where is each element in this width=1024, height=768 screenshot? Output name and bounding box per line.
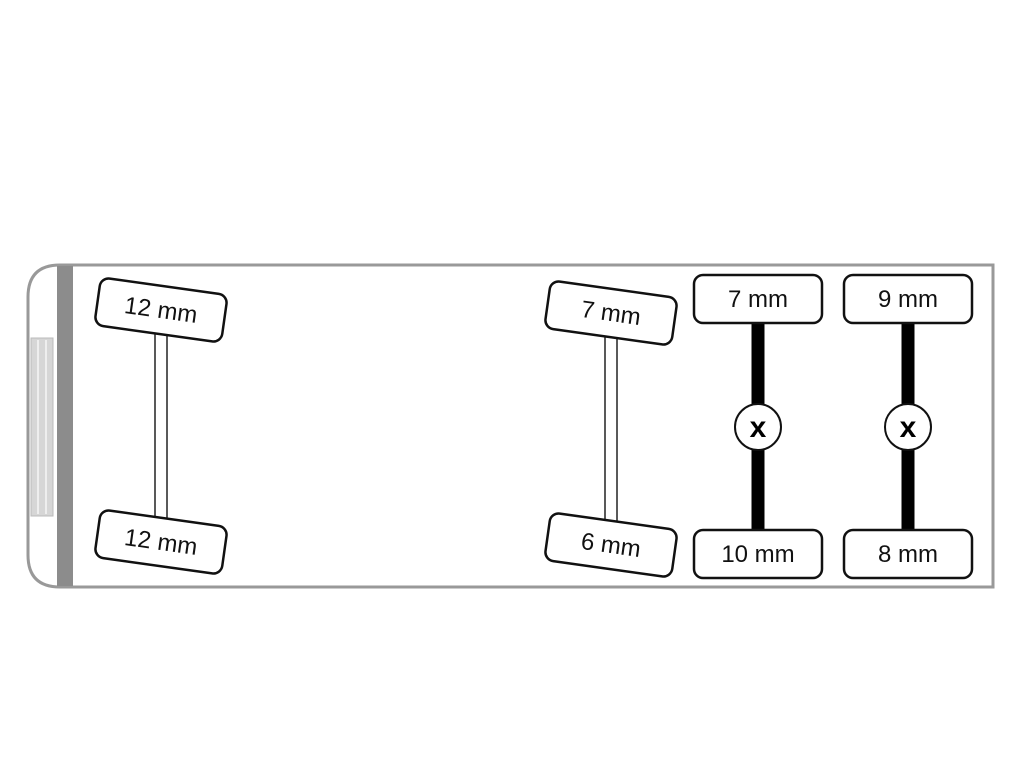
tire-top[interactable]: 7 mm xyxy=(544,280,678,346)
differential-marker: x xyxy=(900,411,917,444)
axle-shaft xyxy=(154,309,168,543)
tire-shape xyxy=(94,509,228,575)
differential-lock-icon xyxy=(734,403,782,451)
tire-bottom[interactable]: 6 mm xyxy=(544,512,678,578)
windshield xyxy=(30,337,54,517)
axles: 12 mm 12 mm 7 mm 6 mm 7 mm 10 mm x 9 mm 8 mm x xyxy=(94,273,974,580)
tread-depth-label: 10 mm xyxy=(721,541,794,568)
tire-shape xyxy=(544,512,678,578)
tire-shape xyxy=(692,528,824,580)
tire-top[interactable]: 7 mm xyxy=(692,273,824,325)
axle-1: 12 mm 12 mm xyxy=(94,277,228,575)
differential-marker: x xyxy=(750,411,767,444)
tire-shape xyxy=(94,277,228,343)
axle-2: 7 mm 6 mm xyxy=(544,280,678,578)
tire-top[interactable]: 9 mm xyxy=(842,273,974,325)
axle-4: 9 mm 8 mm x xyxy=(842,273,974,580)
axle-shaft xyxy=(604,312,618,546)
differential-lock-icon xyxy=(884,403,932,451)
tread-depth-label: 7 mm xyxy=(728,286,788,313)
tire-bottom[interactable]: 8 mm xyxy=(842,528,974,580)
tire-bottom[interactable]: 12 mm xyxy=(94,509,228,575)
tread-depth-label: 9 mm xyxy=(878,286,938,313)
tire-top[interactable]: 12 mm xyxy=(94,277,228,343)
tire-shape xyxy=(692,273,824,325)
tire-shape xyxy=(544,280,678,346)
tire-bottom[interactable]: 10 mm xyxy=(692,528,824,580)
tire-shape xyxy=(842,528,974,580)
axle-3: 7 mm 10 mm x xyxy=(692,273,824,580)
tire-shape xyxy=(842,273,974,325)
tread-depth-label: 8 mm xyxy=(878,541,938,568)
cab-bar xyxy=(57,266,73,586)
